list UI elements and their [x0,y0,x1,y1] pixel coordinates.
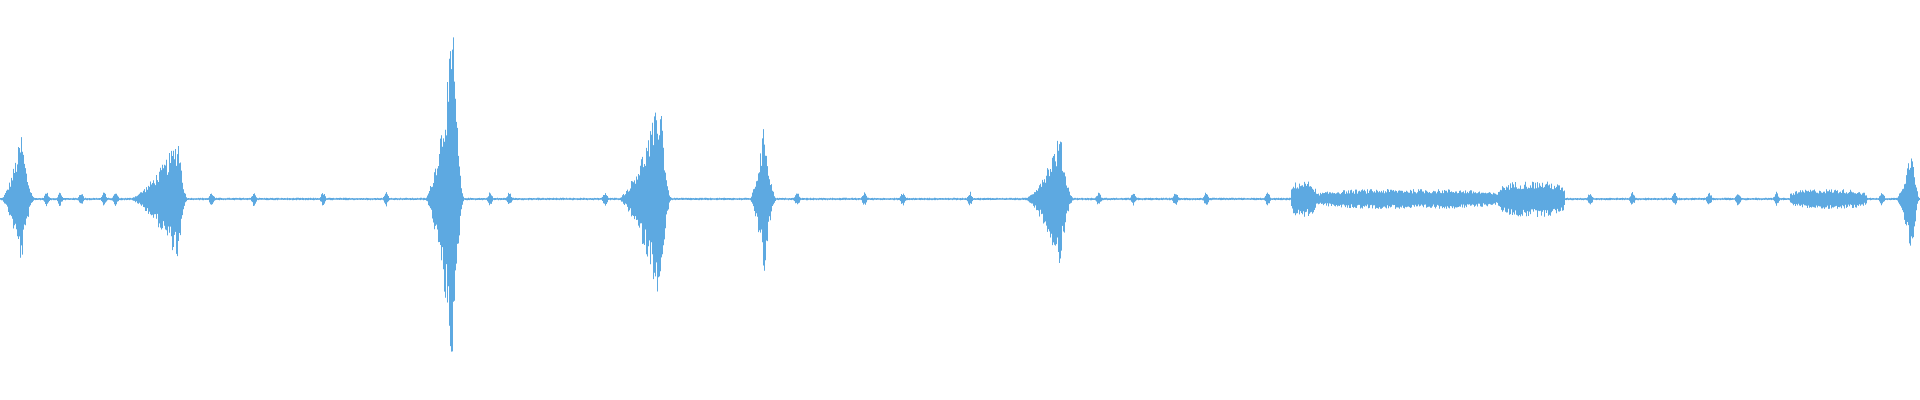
waveform-samples [0,37,1920,352]
waveform-amplitude-path [0,37,1920,352]
